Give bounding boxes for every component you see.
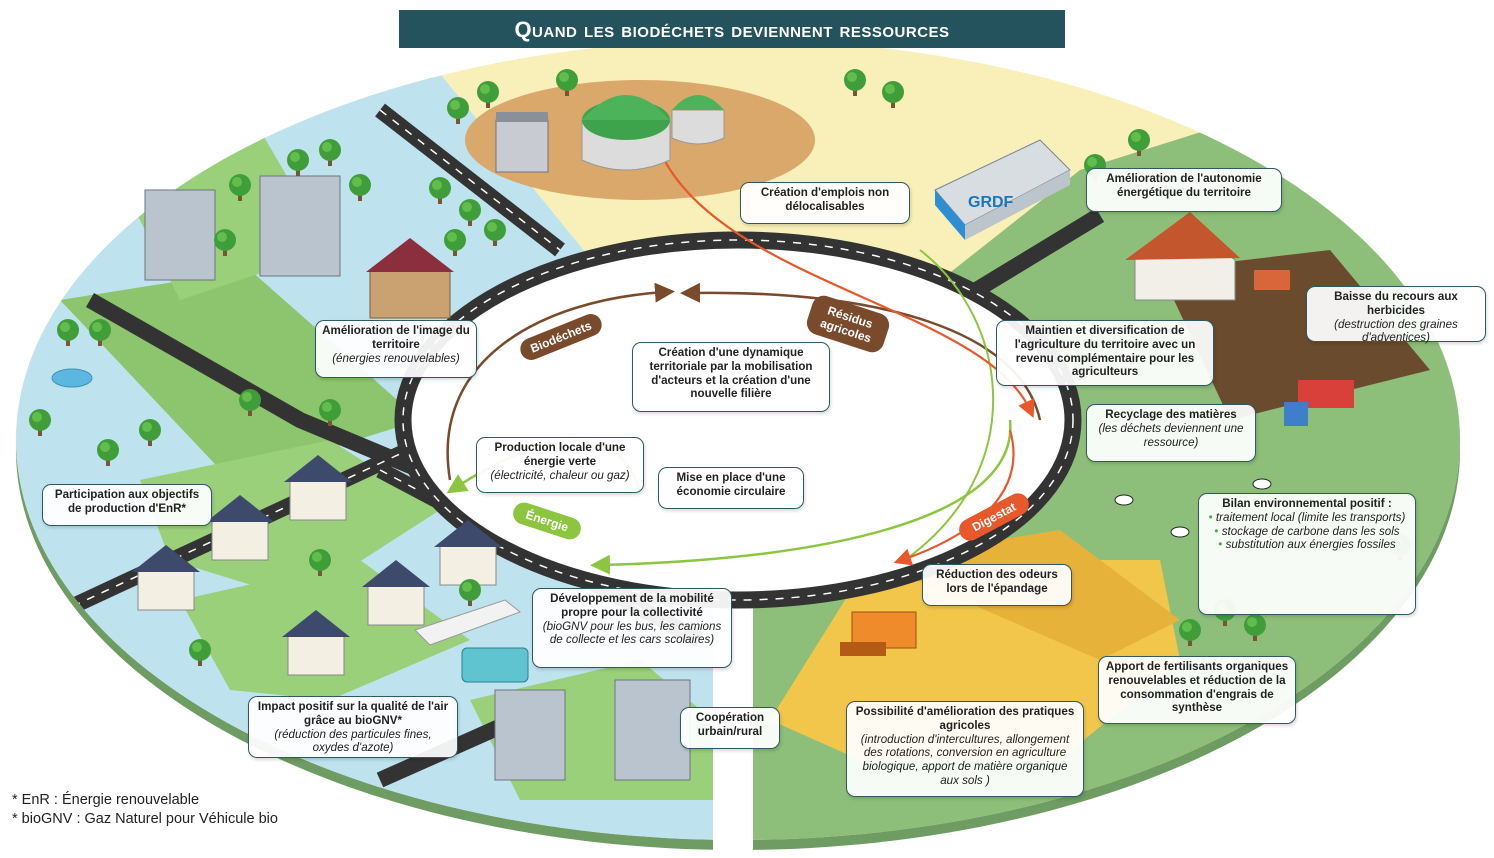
box-cooperation-title: Coopération urbain/rural	[695, 711, 765, 738]
box-emplois: Création d'emplois non délocalisables	[740, 182, 910, 224]
box-air: Impact positif sur la qualité de l'air g…	[248, 696, 458, 758]
footnote-biognv: * bioGNV : Gaz Naturel pour Véhicule bio	[12, 811, 278, 827]
box-pratiques-sub: (introduction d'intercultures, allongeme…	[860, 732, 1070, 787]
box-cooperation: Coopération urbain/rural	[680, 707, 780, 749]
box-herbicides-title: Baisse du recours aux herbicides	[1334, 290, 1458, 317]
box-image-sub: (énergies renouvelables)	[332, 351, 460, 365]
tree-icon	[57, 319, 79, 346]
farmhouse	[1125, 212, 1240, 301]
box-bilan-title: Bilan environnemental positif :	[1222, 497, 1392, 510]
box-maintien: Maintien et diversification de l'agricul…	[996, 320, 1214, 386]
box-bilan-item: substitution aux énergies fossiles	[1205, 538, 1409, 552]
box-bilan-item: stockage de carbone dans les sols	[1205, 525, 1409, 539]
tree-icon	[319, 139, 341, 166]
box-recyclage-sub: (les déchets deviennent une ressource)	[1098, 421, 1244, 449]
tree-icon	[89, 319, 111, 346]
box-bilan: Bilan environnemental positif : traiteme…	[1198, 493, 1416, 615]
box-enr: Participation aux objectifs de productio…	[42, 484, 212, 526]
box-dynamique-title: Création d'une dynamique territoriale pa…	[649, 346, 813, 401]
tree-icon	[1179, 619, 1201, 646]
box-economie-title: Mise en place d'une économie circulaire	[676, 471, 786, 498]
box-fertilisants: Apport de fertilisants organiques renouv…	[1098, 656, 1296, 724]
box-herbicides: Baisse du recours aux herbicides (destru…	[1306, 286, 1486, 344]
box-production-sub: (électricité, chaleur ou gaz)	[490, 468, 630, 482]
tree-icon	[239, 389, 261, 416]
combine-harvester	[840, 611, 917, 656]
box-odeurs-title: Réduction des odeurs lors de l'épandage	[936, 568, 1058, 595]
tree-icon	[229, 174, 251, 201]
digester-icons	[495, 95, 725, 173]
box-production-title: Production locale d'une énergie verte	[494, 441, 626, 468]
tree-icon	[459, 199, 481, 226]
tree-icon	[97, 439, 119, 466]
box-pratiques-title: Possibilité d'amélioration des pratiques…	[855, 705, 1075, 732]
grdf-building: GRDF	[934, 139, 1071, 240]
tree-icon	[447, 97, 469, 124]
box-economie: Mise en place d'une économie circulaire	[658, 467, 804, 509]
box-recyclage-title: Recyclage des matières	[1105, 408, 1237, 421]
tree-icon	[189, 639, 211, 666]
tree-icon	[444, 229, 466, 256]
box-maintien-title: Maintien et diversification de l'agricul…	[1014, 324, 1196, 379]
box-herbicides-sub: (destruction des graines d'adventices)	[1334, 317, 1458, 345]
tree-icon	[556, 69, 578, 96]
town-hall	[366, 238, 454, 319]
box-production: Production locale d'une énergie verte (é…	[476, 437, 644, 493]
tree-icon	[429, 177, 451, 204]
grdf-logo: GRDF	[968, 194, 1014, 211]
tree-icon	[477, 81, 499, 108]
residus-flow	[680, 282, 1042, 421]
box-air-sub: (réduction des particules fines, oxydes …	[274, 727, 432, 755]
gas-line	[904, 249, 995, 561]
trees	[29, 69, 1411, 666]
tree-icon	[309, 549, 331, 576]
tree-icon	[29, 409, 51, 436]
box-recyclage: Recyclage des matières (les déchets devi…	[1086, 404, 1256, 462]
tree-icon	[139, 419, 161, 446]
tree-icon	[214, 229, 236, 256]
box-emplois-title: Création d'emplois non délocalisables	[760, 186, 890, 213]
digestat-flow-1	[648, 119, 1035, 419]
tree-icon	[287, 149, 309, 176]
tree-icon	[882, 81, 904, 108]
tree-icon	[349, 174, 371, 201]
tractor-icons	[1254, 270, 1354, 426]
box-pratiques: Possibilité d'amélioration des pratiques…	[846, 701, 1084, 797]
box-fertilisants-title: Apport de fertilisants organiques renouv…	[1105, 660, 1289, 715]
fuel-station	[414, 599, 529, 683]
tree-icon	[844, 69, 866, 96]
box-enr-title: Participation aux objectifs de productio…	[54, 488, 200, 515]
page-title: Quand les biodéchets deviennent ressourc…	[399, 10, 1065, 48]
tree-icon	[484, 219, 506, 246]
tree-icon	[1244, 614, 1266, 641]
box-autonomie: Amélioration de l'autonomie énergétique …	[1086, 168, 1282, 212]
box-image-title: Amélioration de l'image du territoire	[322, 324, 470, 351]
box-mobilite-sub: (bioGNV pour les bus, les camions de col…	[542, 619, 722, 647]
box-autonomie-title: Amélioration de l'autonomie énergétique …	[1106, 172, 1262, 199]
tree-icon	[319, 399, 341, 426]
tree-icon	[459, 579, 481, 606]
energie-flow-2	[590, 419, 1012, 575]
box-dynamique: Création d'une dynamique territoriale pa…	[632, 342, 830, 412]
box-image: Amélioration de l'image du territoire (é…	[315, 320, 477, 378]
box-bilan-item: traitement local (limite les transports)	[1205, 511, 1409, 525]
biodechets-flow	[446, 282, 675, 481]
box-mobilite: Développement de la mobilité propre pour…	[532, 588, 732, 668]
box-air-title: Impact positif sur la qualité de l'air g…	[257, 700, 449, 727]
tree-icon	[1128, 129, 1150, 156]
apartments	[144, 175, 691, 781]
footnote-enr: * EnR : Énergie renouvelable	[12, 792, 200, 808]
cow-icons	[1114, 478, 1272, 538]
fountain-icon	[51, 368, 93, 388]
box-mobilite-title: Développement de la mobilité propre pour…	[550, 592, 714, 619]
box-odeurs: Réduction des odeurs lors de l'épandage	[922, 564, 1072, 606]
